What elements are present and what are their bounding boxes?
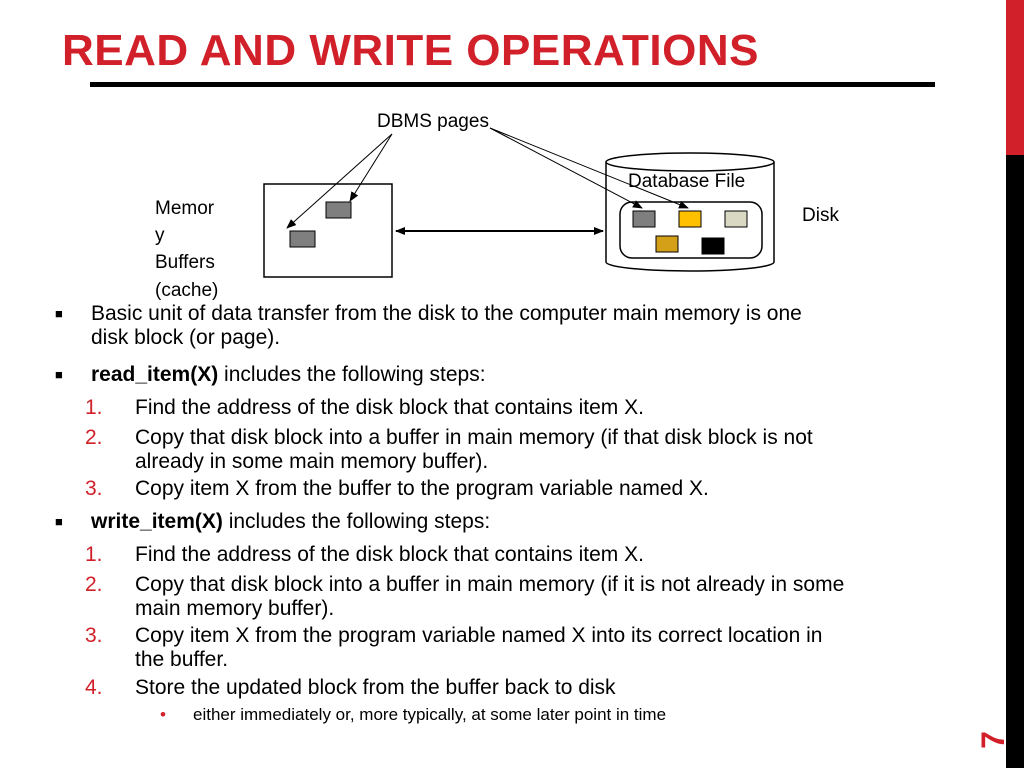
disk-page-block [701, 237, 725, 255]
write-item-keyword: write_item(X) [91, 510, 223, 533]
step-text: Find the address of the disk block that … [135, 543, 644, 566]
write-item-intro: includes the following steps: [222, 510, 491, 533]
disk-label: Disk [802, 205, 839, 226]
step-text: Copy that disk block into a buffer in ma… [135, 573, 845, 596]
database-file-box [619, 201, 763, 259]
pointer-arrow [349, 133, 393, 202]
read-item-intro: includes the following steps: [218, 363, 486, 386]
square-bullet-icon: ■ [55, 367, 63, 382]
disk-page-block [678, 210, 702, 228]
dbms-pages-label: DBMS pages [377, 111, 489, 132]
square-bullet-icon: ■ [55, 306, 63, 321]
step-number: 4. [85, 676, 103, 699]
pointer-arrow [489, 127, 689, 209]
memory-buffers-label: Memor y Buffers (cache) [155, 198, 220, 301]
memory-disk-diagram: DBMS pages Memor y Buffers (cache) Datab… [155, 111, 839, 301]
page-number: 7 [975, 731, 1011, 749]
square-bullet-icon: ■ [55, 514, 63, 529]
step-text: Copy item X from the program variable na… [135, 624, 823, 647]
step-number: 2. [85, 573, 103, 596]
step-number: 2. [85, 426, 103, 449]
pointer-arrow [286, 133, 393, 229]
step-number: 3. [85, 624, 103, 647]
title-underline [90, 82, 935, 87]
memory-page-block [325, 201, 352, 219]
disk-page-block [632, 210, 656, 228]
step-text: Copy item X from the buffer to the progr… [135, 477, 709, 500]
disk-page-block [655, 235, 679, 253]
sidebar-accent-red [1006, 0, 1024, 155]
sub-bullet-text: either immediately or, more typically, a… [193, 705, 667, 724]
pointer-arrow [489, 127, 643, 209]
step-number: 1. [85, 396, 103, 419]
bullet-text-line: Basic unit of data transfer from the dis… [91, 302, 802, 325]
step-text: already in some main memory buffer). [135, 450, 489, 473]
database-file-label: Database File [628, 171, 745, 192]
step-text: Find the address of the disk block that … [135, 396, 644, 419]
step-text: main memory buffer). [135, 597, 335, 620]
round-bullet-icon: • [160, 705, 166, 724]
step-text: Store the updated block from the buffer … [135, 676, 616, 699]
step-text: the buffer. [135, 648, 229, 671]
bullet-text-line: disk block (or page). [91, 326, 281, 349]
memory-buffer-box [263, 183, 393, 278]
step-text: Copy that disk block into a buffer in ma… [135, 426, 813, 449]
disk-page-block [724, 210, 748, 228]
slide-title: READ AND WRITE OPERATIONS [62, 26, 759, 75]
step-number: 1. [85, 543, 103, 566]
read-item-keyword: read_item(X) [91, 363, 219, 386]
sidebar-accent-black [1006, 155, 1024, 768]
step-number: 3. [85, 477, 103, 500]
memory-page-block [289, 230, 316, 248]
